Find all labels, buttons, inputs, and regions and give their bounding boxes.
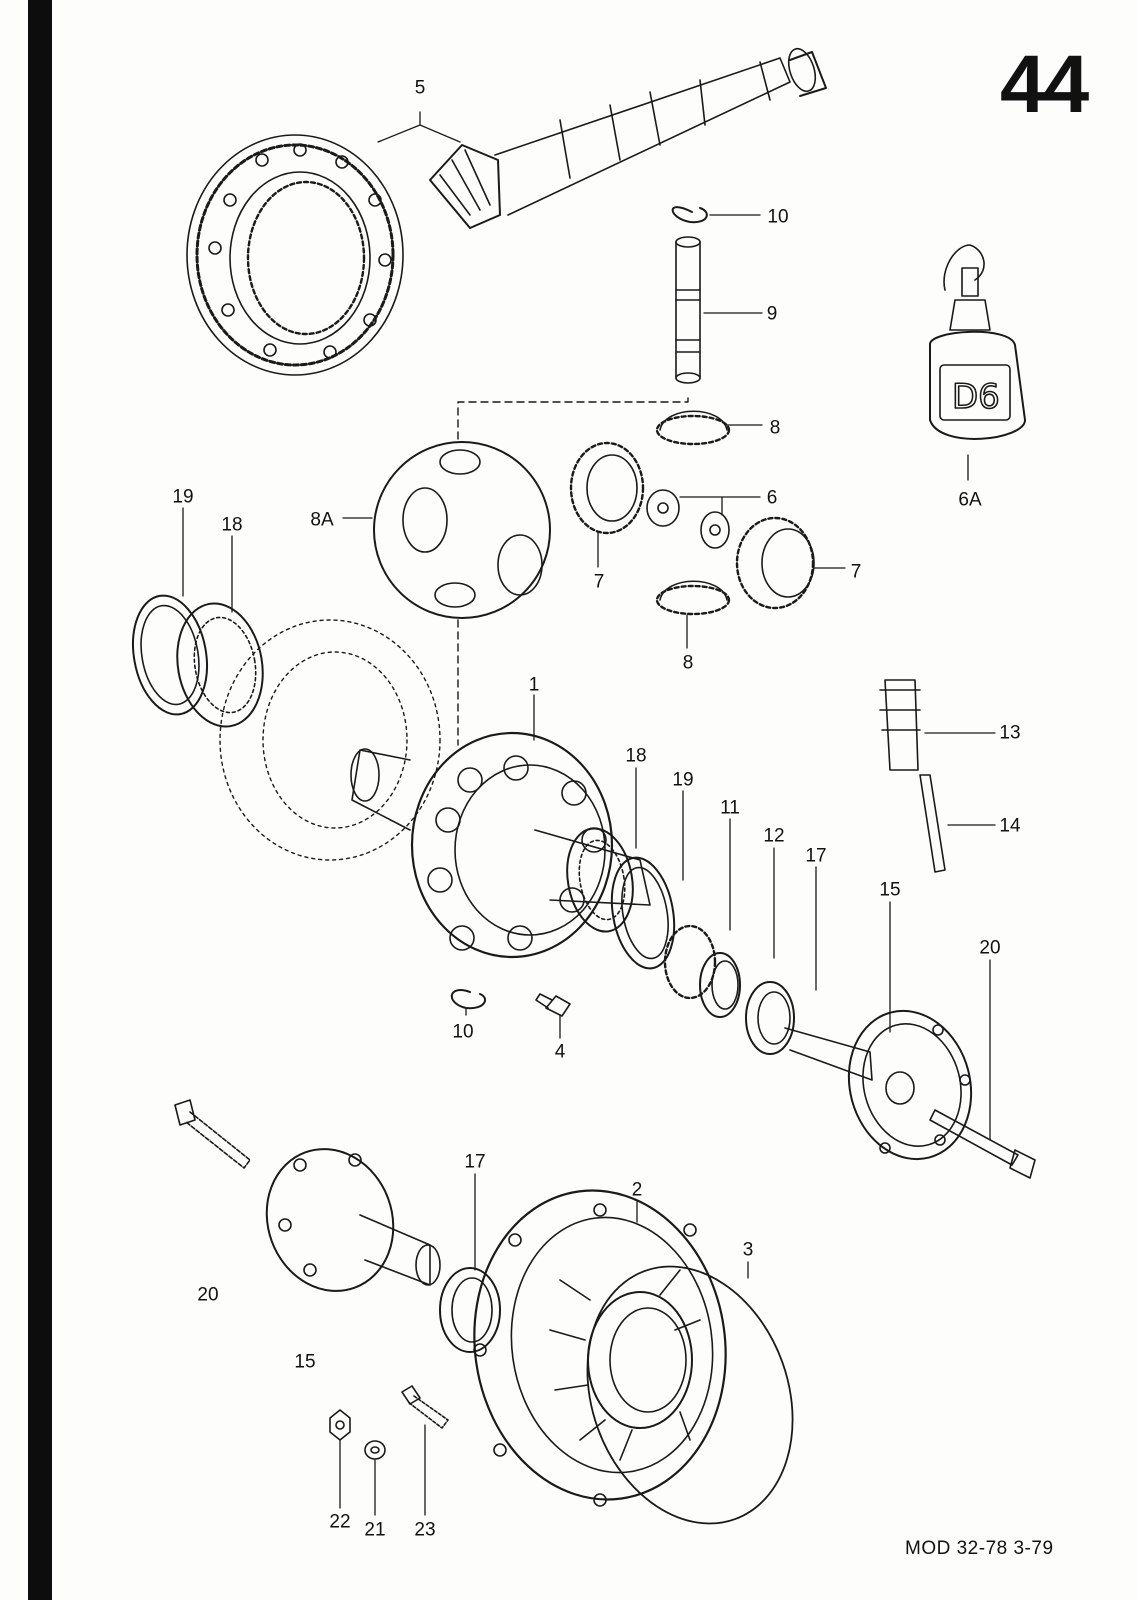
callout-17: 17	[464, 1151, 486, 1173]
differential-housing	[350, 731, 651, 959]
callout-5: 5	[414, 77, 426, 99]
callout-18: 18	[221, 514, 243, 536]
callout-7: 7	[593, 571, 605, 593]
model-reference: MOD 32-78 3-79	[905, 1538, 1054, 1559]
callout-10: 10	[767, 206, 789, 228]
shims-and-seal	[663, 924, 795, 1055]
o-ring	[586, 1265, 794, 1525]
oil-bottle-label: D6	[952, 377, 1000, 417]
callout-4: 4	[554, 1041, 566, 1063]
callout-20: 20	[979, 937, 1001, 959]
binding-edge	[28, 0, 52, 1600]
callout-15: 15	[879, 879, 901, 901]
callout-19: 19	[672, 769, 694, 791]
callout-8: 8	[682, 652, 694, 674]
page-number: 44	[1000, 39, 1089, 130]
callout-20: 20	[197, 1284, 219, 1306]
callout-21: 21	[364, 1519, 386, 1541]
callout-12: 12	[763, 825, 785, 847]
callout-14: 14	[999, 815, 1021, 837]
speedometer-drive	[879, 679, 946, 873]
ring-gear-and-pinion	[186, 47, 827, 376]
callout-1: 1	[528, 674, 540, 696]
callout-6: 6	[766, 487, 778, 509]
circlip-top	[671, 206, 708, 224]
callout-17: 17	[805, 845, 827, 867]
callout-11: 11	[720, 797, 740, 819]
callout-8A: 8A	[310, 509, 334, 531]
left-bearing-set	[132, 594, 264, 728]
callout-22: 22	[329, 1511, 351, 1533]
drive-flange-left	[265, 1148, 441, 1292]
oil-seal-lower	[439, 1267, 501, 1353]
right-bearing-set	[566, 827, 676, 970]
circlip-bottom	[450, 989, 486, 1010]
drive-flange-right	[784, 1009, 973, 1161]
flange-bolt-right	[929, 1109, 1036, 1179]
callout-7: 7	[850, 561, 862, 583]
leader-lines	[182, 111, 996, 1516]
nut-washer-bolt	[329, 1385, 449, 1460]
differential-gears	[569, 410, 815, 616]
callout-23: 23	[414, 1519, 436, 1541]
callout-10: 10	[452, 1021, 474, 1043]
callout-3: 3	[742, 1239, 754, 1261]
cage-bolt	[535, 993, 571, 1017]
pinion-shaft-pin	[675, 236, 701, 384]
callout-18: 18	[625, 745, 647, 767]
callout-2: 2	[631, 1179, 643, 1201]
callout-15: 15	[294, 1351, 316, 1373]
oil-bottle-D6: D6	[929, 244, 1026, 440]
side-cover	[473, 1189, 727, 1507]
callout-9: 9	[766, 303, 778, 325]
callout-19: 19	[172, 486, 194, 508]
differential-cage	[373, 441, 551, 619]
ring-gear-phantom	[219, 619, 441, 861]
callout-6A: 6A	[958, 489, 982, 511]
callout-8: 8	[769, 417, 781, 439]
flange-bolt-left	[174, 1099, 251, 1169]
callout-13: 13	[999, 722, 1021, 744]
